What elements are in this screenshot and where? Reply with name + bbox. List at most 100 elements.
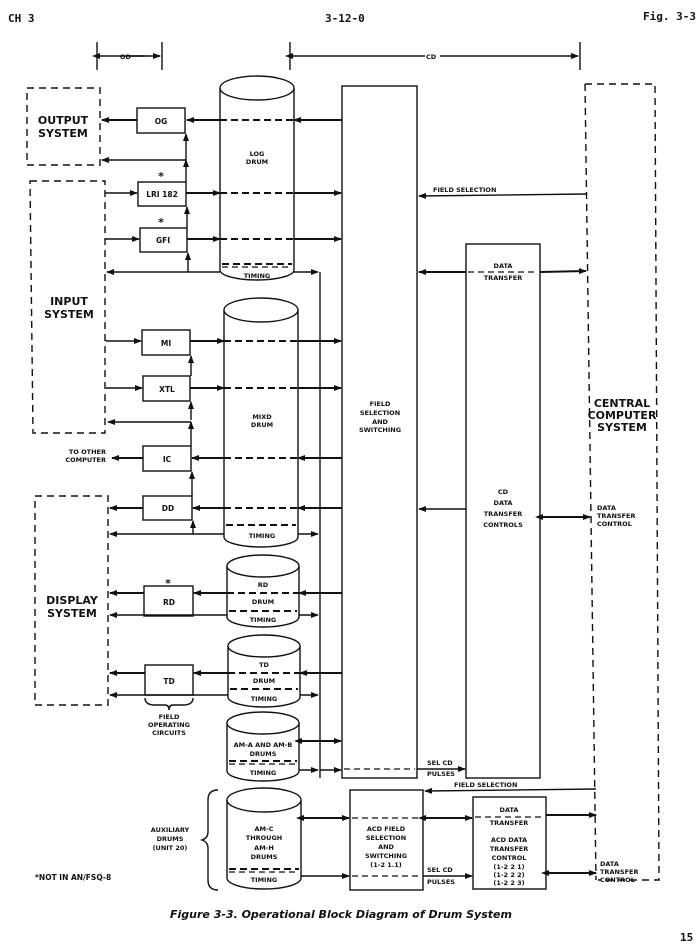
svg-text:PULSES: PULSES: [427, 770, 455, 778]
svg-text:FIELD: FIELD: [370, 400, 391, 408]
svg-text:DRUMS: DRUMS: [157, 835, 184, 843]
acd-data-transfer-control-block: DATA TRANSFER ACD DATA TRANSFER CONTROL …: [472, 796, 547, 890]
central-data-transfer-control: DATA TRANSFER CONTROL: [535, 504, 635, 528]
svg-text:ACD DATA: ACD DATA: [491, 836, 527, 844]
circuit-rd: * RD: [143, 577, 194, 617]
circuit-lri-182: * LRI 182: [137, 170, 187, 207]
asterisk-mark: *: [165, 577, 171, 590]
rd-drum-connections: [109, 590, 342, 618]
svg-text:XTL: XTL: [159, 385, 175, 394]
svg-text:DRUM: DRUM: [246, 158, 268, 166]
svg-text:OPERATING: OPERATING: [148, 721, 190, 729]
svg-text:TIMING: TIMING: [249, 532, 276, 540]
acd-field-selection-switching-block: ACD FIELD SELECTION AND SWITCHING (1-2 1…: [349, 789, 424, 891]
svg-text:TD: TD: [259, 661, 269, 669]
svg-text:DRUMS: DRUMS: [251, 853, 278, 861]
svg-text:AM-C: AM-C: [255, 825, 274, 833]
svg-text:SYSTEM: SYSTEM: [47, 607, 97, 620]
svg-text:(1-2 1.1): (1-2 1.1): [370, 861, 401, 869]
am-a-am-b-drums: AM-A AND AM-B DRUMS TIMING: [226, 711, 300, 782]
circuit-xtl: XTL: [142, 375, 191, 402]
am-c-through-am-h-drums: AM-C THROUGH AM-H DRUMS TIMING: [226, 787, 302, 890]
svg-text:SEL CD: SEL CD: [427, 759, 453, 767]
svg-text:OUTPUT: OUTPUT: [38, 114, 89, 127]
svg-text:(1-2 2 1): (1-2 2 1): [493, 863, 524, 871]
svg-text:SELECTION: SELECTION: [360, 409, 400, 417]
svg-text:(UNIT 20): (UNIT 20): [153, 844, 188, 852]
rd-drum: RD DRUM TIMING: [226, 554, 300, 628]
svg-text:AM-H: AM-H: [254, 844, 274, 852]
svg-text:DATA: DATA: [597, 504, 616, 512]
svg-text:SYSTEM: SYSTEM: [44, 308, 94, 321]
svg-text:TIMING: TIMING: [244, 272, 271, 280]
svg-text:RD: RD: [258, 581, 269, 589]
field-selection-switching-block: FIELD SELECTION AND SWITCHING: [341, 85, 418, 779]
figure-ref: Fig. 3-3: [643, 10, 696, 23]
svg-text:SWITCHING: SWITCHING: [365, 852, 407, 860]
svg-text:TRANSFER: TRANSFER: [484, 274, 522, 282]
svg-text:DRUM: DRUM: [251, 421, 273, 429]
svg-text:CONTROL: CONTROL: [492, 854, 527, 862]
doc-number: 3-12-0: [325, 12, 365, 25]
svg-text:TIMING: TIMING: [250, 769, 277, 777]
figure-caption: Figure 3-3. Operational Block Diagram of…: [170, 908, 512, 921]
svg-text:CONTROL: CONTROL: [597, 520, 632, 528]
svg-text:AND: AND: [372, 418, 388, 426]
svg-text:(1-2 2 2): (1-2 2 2): [493, 871, 524, 879]
svg-text:CENTRAL: CENTRAL: [594, 397, 650, 410]
am-a-am-b-connections: [294, 738, 342, 773]
svg-text:COMPUTER: COMPUTER: [588, 409, 657, 422]
field-selection-line-bottom: FIELD SELECTION: [424, 781, 597, 794]
log-drum-connections: [101, 117, 342, 778]
svg-text:TRANSFER: TRANSFER: [490, 845, 528, 853]
svg-text:DRUMS: DRUMS: [250, 750, 277, 758]
svg-text:DRUM: DRUM: [252, 598, 274, 606]
svg-text:AM-A AND AM-B: AM-A AND AM-B: [234, 741, 293, 749]
central-computer-system: CENTRAL COMPUTER SYSTEM: [584, 83, 660, 881]
cd-dimension: CD: [285, 42, 581, 70]
circuit-dd: DD: [142, 495, 193, 521]
svg-text:DISPLAY: DISPLAY: [46, 594, 99, 607]
cd-data-transfer-controls-block: DATA TRANSFER CD DATA TRANSFER CONTROLS: [465, 243, 541, 779]
svg-text:TIMING: TIMING: [251, 876, 278, 884]
svg-text:TRANSFER: TRANSFER: [484, 510, 522, 518]
svg-text:MI: MI: [161, 339, 171, 348]
svg-text:TD: TD: [163, 677, 174, 686]
svg-text:DATA: DATA: [600, 860, 619, 868]
svg-text:TIMING: TIMING: [250, 616, 277, 624]
input-system: INPUT SYSTEM: [29, 180, 106, 434]
output-system: OUTPUT SYSTEM: [26, 87, 101, 166]
svg-text:COMPUTER: COMPUTER: [65, 456, 106, 464]
auxiliary-drums-label: AUXILIARY DRUMS (UNIT 20): [151, 789, 219, 891]
svg-text:CONTROLS: CONTROLS: [483, 521, 523, 529]
svg-text:TRANSFER: TRANSFER: [490, 819, 528, 827]
td-drum: TD DRUM TIMING: [227, 634, 301, 708]
svg-text:SYSTEM: SYSTEM: [38, 127, 88, 140]
data-transfer-line-top: [418, 268, 587, 275]
log-drum: LOG DRUM TIMING: [219, 75, 295, 281]
am-c-am-h-connections: SEL CD PULSES DATA TRANSFER CONTROL: [296, 812, 638, 886]
svg-text:TIMING: TIMING: [251, 695, 278, 703]
svg-text:TO OTHER: TO OTHER: [69, 448, 106, 456]
svg-text:FIELD SELECTION: FIELD SELECTION: [454, 781, 517, 789]
svg-text:TRANSFER: TRANSFER: [597, 512, 635, 520]
asterisk-mark: *: [158, 170, 164, 183]
td-drum-connections: [109, 670, 342, 698]
svg-text:MIXD: MIXD: [252, 413, 272, 421]
svg-text:SEL CD: SEL CD: [427, 866, 453, 874]
sel-cd-pulses-upper: SEL CD PULSES: [417, 759, 466, 778]
circuit-og: OG: [136, 107, 186, 134]
svg-text:FIELD SELECTION: FIELD SELECTION: [433, 186, 496, 194]
svg-text:DATA: DATA: [494, 262, 513, 270]
field-operating-circuits-label: FIELD OPERATING CIRCUITS: [144, 697, 194, 737]
svg-text:LOG: LOG: [250, 150, 265, 158]
mixd-drum: MIXD DRUM TIMING: [223, 297, 299, 548]
svg-text:IC: IC: [163, 455, 172, 464]
chapter-label: CH 3: [8, 12, 35, 25]
field-selection-line-top: FIELD SELECTION: [418, 186, 587, 199]
asterisk-mark: *: [158, 216, 164, 229]
svg-text:AUXILIARY: AUXILIARY: [151, 826, 190, 834]
svg-text:CD: CD: [498, 488, 509, 496]
